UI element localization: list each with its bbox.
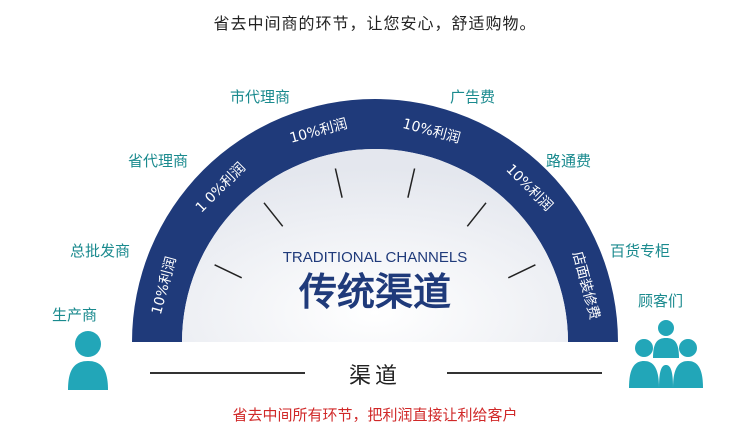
- arch-tick-line: [466, 202, 487, 227]
- arch-tick-line: [334, 168, 343, 198]
- arch-tick-line: [407, 168, 416, 198]
- arch-tick-line: [263, 202, 284, 227]
- arch-tick-line: [507, 264, 536, 279]
- arch-title: 传统渠道: [298, 270, 451, 314]
- bottom-divider-left: [150, 372, 305, 374]
- producer-person-icon: [68, 331, 108, 390]
- arch-tick-lines: [214, 168, 536, 279]
- arch-inner: [182, 149, 568, 342]
- arch-band: [132, 99, 618, 342]
- label-city-agent: 市代理商: [230, 88, 291, 106]
- label-road-toll: 路通费: [546, 152, 592, 170]
- label-advertising: 广告费: [450, 88, 496, 106]
- bottom-divider-right: [447, 372, 602, 374]
- label-wholesaler: 总批发商: [70, 242, 131, 260]
- label-provincial-agent: 省代理商: [128, 152, 189, 170]
- arch-tick-line: [214, 264, 243, 279]
- bottom-channel-label: 渠道: [348, 364, 401, 389]
- customers-group-icon: [629, 320, 703, 388]
- headline: 省去中间商的环节，让您安心，舒适购物。: [213, 14, 537, 33]
- label-store-counter: 百货专柜: [610, 242, 671, 260]
- footer-note: 省去中间所有环节，把利润直接让利给客户: [232, 406, 518, 424]
- label-customers: 顾客们: [638, 292, 684, 310]
- label-producer: 生产商: [52, 306, 98, 324]
- arch-subtitle: TRADITIONAL CHANNELS: [283, 249, 467, 266]
